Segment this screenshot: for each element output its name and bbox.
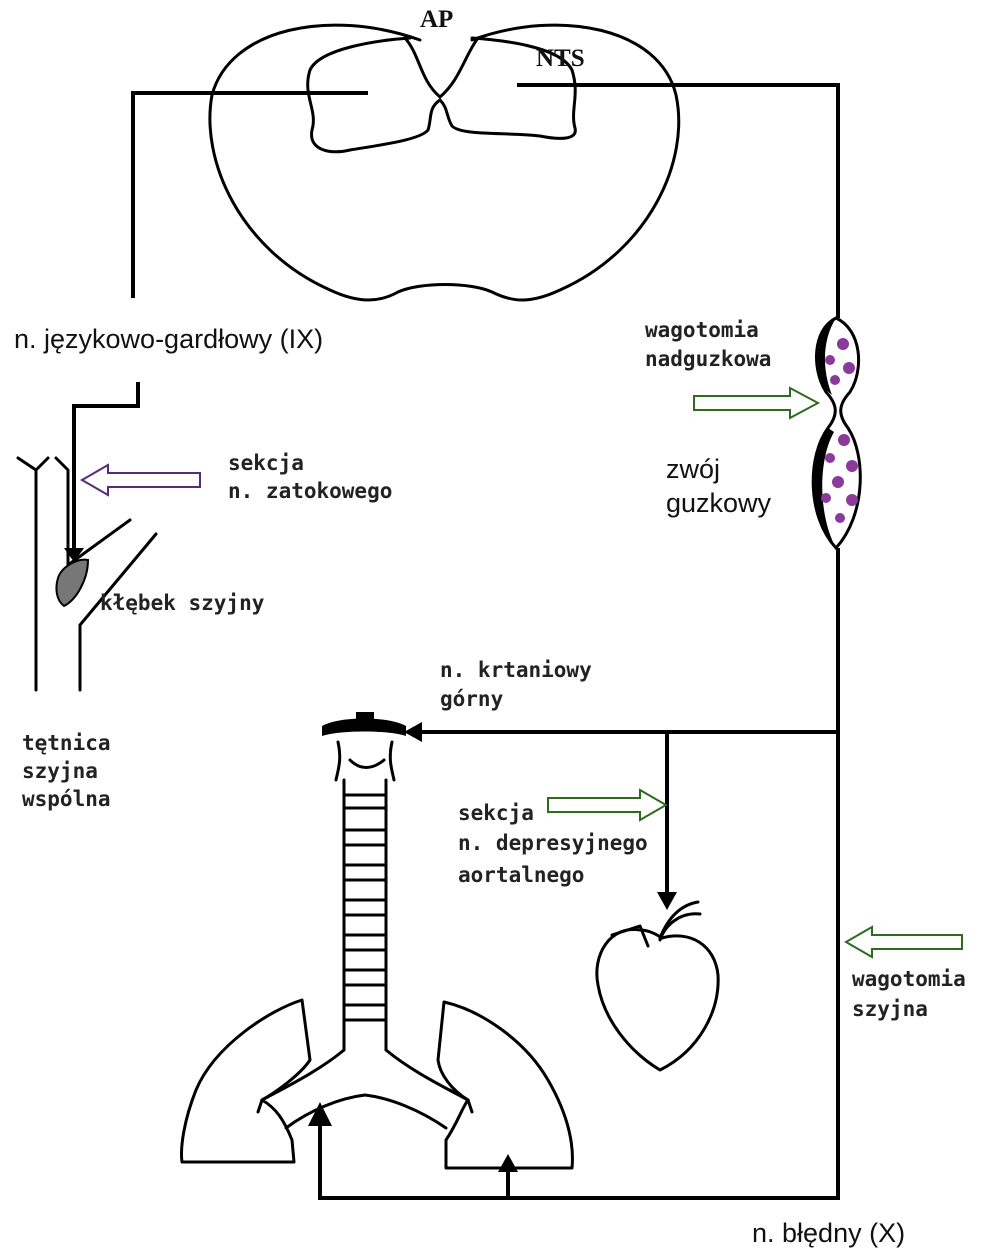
- glossopharyngeal-upper-path: [133, 93, 368, 298]
- heart-outline: [597, 929, 718, 1070]
- carotid-body-shape: [56, 560, 88, 606]
- sinus-nerve-section: sekcja n. zatokowego: [82, 451, 392, 503]
- sinus-section-label-line2: n. zatokowego: [228, 479, 392, 503]
- cardiac-arrowhead: [657, 892, 677, 910]
- aortic-section-label-line3: aortalnego: [458, 863, 584, 887]
- carotid-fork-right: [56, 458, 68, 476]
- vagus-nerve: n. błędny (X): [308, 85, 905, 1248]
- aortic-nerve-section: sekcja n. depresyjnego aortalnego: [458, 790, 666, 887]
- laryngeal-arrowhead: [404, 722, 422, 742]
- larynx-fold: [350, 760, 384, 768]
- aortic-section-arrow: [548, 790, 666, 820]
- nodose-label-line1: zwój: [666, 454, 720, 484]
- carotid-artery-label-line2: szyjna: [22, 759, 98, 783]
- cervical-vagotomy-label-line2: szyjna: [852, 997, 928, 1021]
- laryngeal-label-line1: n. krtaniowy: [440, 658, 592, 682]
- aortic-section-label-line1: sekcja: [458, 801, 534, 825]
- sinus-section-label-line1: sekcja: [228, 451, 304, 475]
- larynx-notch: [356, 712, 374, 722]
- area-postrema-shape: [405, 38, 478, 97]
- trachea-rings: [344, 795, 386, 1020]
- aortic-section-label-line2: n. depresyjnego: [458, 831, 648, 855]
- supranodose-label-line1: wagotomia: [645, 318, 759, 342]
- brainstem-section: AP NTS: [210, 6, 679, 300]
- vagus-label: n. błędny (X): [752, 1218, 905, 1248]
- glossopharyngeal-label: n. językowo-gardłowy (IX): [14, 324, 323, 354]
- carotid-body-label: kłębek szyjny: [100, 591, 265, 615]
- cervical-vagotomy: wagotomia szyjna: [846, 927, 966, 1021]
- sinus-section-arrow: [82, 465, 200, 495]
- carotid-artery: kłębek szyjny tętnica szyjna wspólna: [18, 458, 265, 811]
- bronchi-branches: [258, 1090, 472, 1112]
- carotid-left-fork: [18, 458, 48, 470]
- respiratory-tract: n. krtaniowy górny: [182, 658, 593, 1168]
- larynx-sides: [336, 742, 394, 780]
- supranodose-label-line2: nadguzkowa: [645, 347, 771, 371]
- laryngeal-label-line2: górny: [440, 687, 504, 711]
- nodose-label-line2: guzkowy: [666, 488, 772, 518]
- carotid-artery-label-line3: wspólna: [22, 787, 111, 811]
- heart: [597, 902, 718, 1070]
- carotid-artery-label-line1: tętnica: [22, 731, 111, 755]
- supranodose-vagotomy: wagotomia nadguzkowa: [645, 318, 818, 418]
- heart-vessel-left: [612, 926, 648, 946]
- cervical-vagotomy-label-line1: wagotomia: [852, 967, 966, 991]
- nts-label: NTS: [536, 45, 585, 72]
- right-lung: [438, 1002, 572, 1168]
- medulla-outline: [210, 25, 679, 300]
- cervical-vagotomy-arrow: [846, 927, 962, 957]
- supranodose-arrow: [694, 388, 818, 418]
- left-lung: [182, 1000, 310, 1162]
- ap-label: AP: [420, 6, 453, 33]
